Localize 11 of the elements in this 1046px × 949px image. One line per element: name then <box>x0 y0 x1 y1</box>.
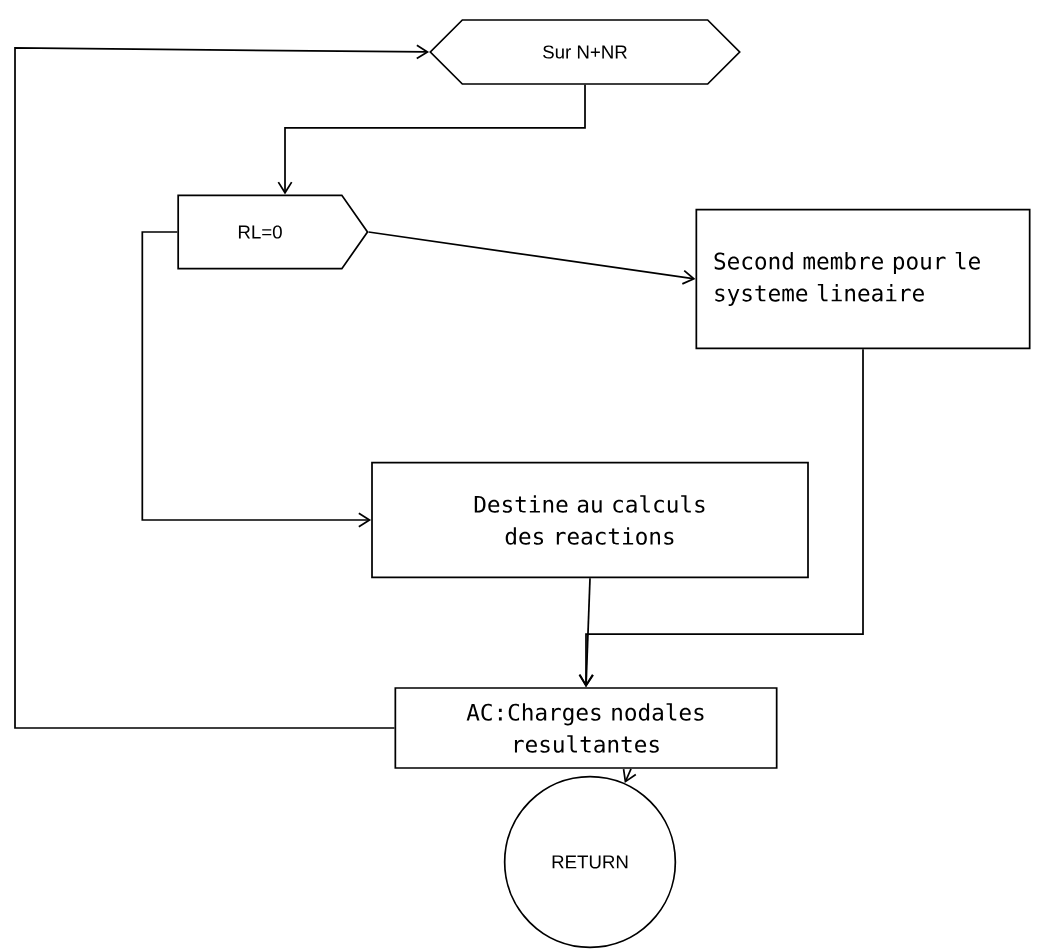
arrow <box>367 231 696 285</box>
arrow <box>141 231 372 528</box>
process-box: Second membre pour le systeme lineaire <box>695 208 1031 350</box>
process-box: AC:Charges nodales resultantes <box>394 687 778 769</box>
hexagon-box: Sur N+NR <box>429 19 741 85</box>
process-box: Destine au calculs des reactions <box>371 461 809 579</box>
arrow <box>578 577 594 688</box>
arrow <box>277 84 586 195</box>
pentagon-box: RL=0 <box>177 194 369 270</box>
arrow <box>14 44 430 729</box>
arrow <box>622 768 637 784</box>
